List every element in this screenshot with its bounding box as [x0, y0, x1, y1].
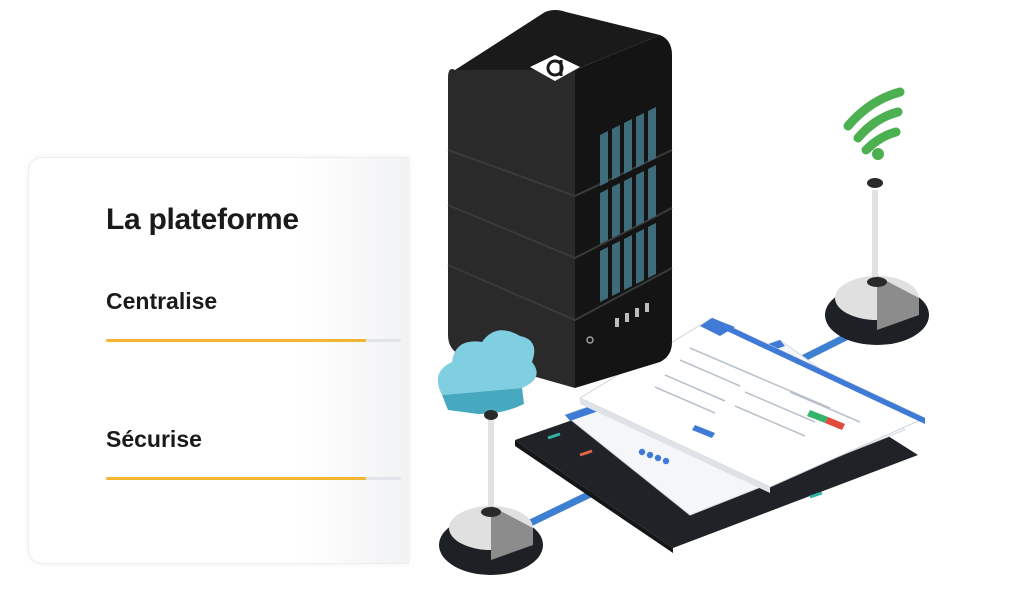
network-node-right: [825, 178, 929, 345]
network-node-left: [439, 410, 543, 575]
feature-progress-fill: [106, 339, 366, 342]
feature-progress-fill: [106, 477, 366, 480]
feature-securise[interactable]: Sécurise: [106, 426, 401, 480]
server-tower: [447, 10, 673, 388]
wifi-icon: [843, 87, 905, 160]
platform-card: La plateforme Centralise Sécurise: [28, 157, 409, 564]
platform-illustration: [437, 10, 929, 575]
feature-label: Centralise: [106, 288, 218, 314]
dashboard-screen-front[interactable]: [578, 317, 927, 493]
feature-progress-bar: [106, 477, 401, 480]
feature-progress-bar: [106, 339, 401, 342]
card-title: La plateforme: [106, 203, 299, 236]
feature-label: Sécurise: [106, 426, 202, 452]
feature-centralise[interactable]: Centralise: [106, 288, 401, 342]
cloud-icon: [437, 330, 537, 414]
server-logo-icon: [530, 55, 580, 81]
